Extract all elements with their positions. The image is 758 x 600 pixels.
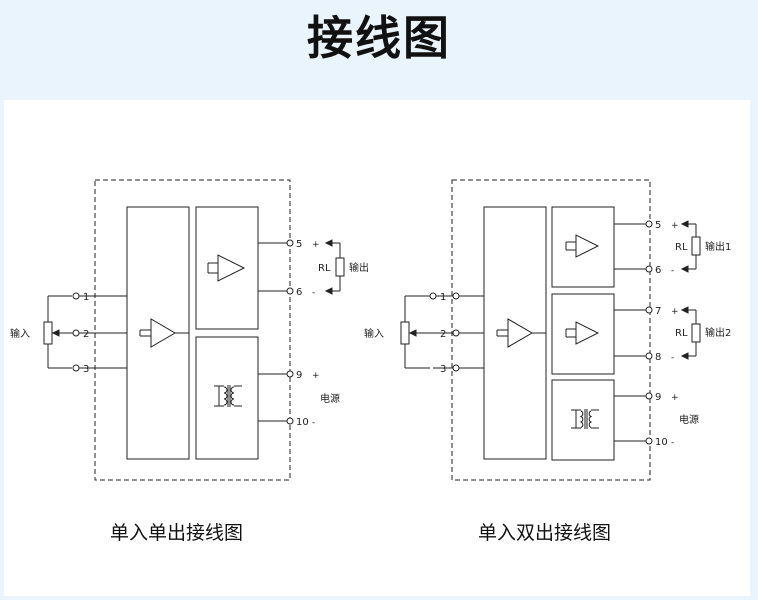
terminal-6	[645, 265, 653, 273]
page-title: 接线图	[307, 11, 451, 65]
terminal-label-9: 9	[296, 370, 302, 381]
terminal-8	[645, 352, 653, 360]
output-amplifier-icon	[207, 254, 246, 282]
terminal-5	[286, 239, 294, 247]
sign-plus-7: +	[671, 307, 679, 317]
sign-minus-10: -	[671, 438, 674, 448]
terminal-label-1: 1	[83, 292, 89, 303]
sign-plus-9: +	[671, 393, 679, 403]
output-1-label: 输出1	[705, 240, 731, 253]
sign-minus-10: -	[312, 418, 315, 428]
transformer-icon	[214, 385, 242, 407]
transformer-icon	[571, 409, 599, 429]
dual-out-caption: 单入双出接线图	[478, 522, 612, 544]
single-power-block	[195, 336, 259, 460]
sign-plus-5: +	[312, 240, 320, 250]
terminal-label-2: 2	[83, 329, 89, 340]
terminal-10	[286, 417, 294, 425]
terminal-7	[645, 306, 653, 314]
terminal-label-9: 9	[655, 392, 661, 403]
load-resistor-2-icon	[680, 306, 701, 360]
single-output-block	[195, 206, 259, 330]
terminal-5	[645, 220, 653, 228]
terminal-2	[72, 329, 80, 337]
terminal-label-5: 5	[655, 220, 661, 231]
terminal-label-3: 3	[83, 364, 89, 375]
output1-amplifier-icon	[565, 234, 600, 258]
sign-minus-6: -	[312, 288, 315, 298]
sign-plus-9: +	[312, 371, 320, 381]
diagram-panel: 输入 1 2 3 5 6 9 10 + - + - RL 输出 电源 输入 1 …	[4, 100, 750, 596]
terminal-label-7: 7	[655, 306, 661, 317]
terminal-1-inner	[452, 292, 460, 300]
input-potentiometer-icon	[400, 295, 430, 369]
terminal-label-6: 6	[655, 265, 661, 276]
terminal-label-1: 1	[440, 292, 446, 303]
single-module-outline	[94, 179, 291, 481]
terminal-label-2: 2	[440, 329, 446, 340]
input-label: 输入	[10, 327, 30, 340]
terminal-6	[286, 287, 294, 295]
sign-plus-5: +	[671, 221, 679, 231]
dual-output1-block	[551, 206, 615, 288]
sign-minus-6: -	[671, 266, 674, 276]
dual-output2-block	[551, 293, 615, 375]
input-amplifier-icon	[496, 318, 546, 348]
labels: 输入 1 2 3 5 6 9 10 + - + - RL 输出 电源 输入 1 …	[10, 220, 731, 448]
single-out-diagram	[43, 179, 345, 481]
terminal-label-10: 10	[655, 437, 668, 448]
terminal-label-3: 3	[440, 364, 446, 375]
dual-module-outline	[451, 179, 651, 481]
wiring-diagrams: 输入 1 2 3 5 6 9 10 + - + - RL 输出 电源 输入 1 …	[10, 179, 731, 481]
output-2-label: 输出2	[705, 326, 731, 339]
terminal-10	[645, 437, 653, 445]
terminal-1	[72, 292, 80, 300]
terminal-9	[645, 392, 653, 400]
load-resistor-icon	[324, 239, 345, 295]
single-out-caption: 单入单出接线图	[110, 522, 244, 544]
output-label: 输出	[349, 261, 369, 274]
terminal-label-10: 10	[296, 417, 309, 428]
terminal-3	[72, 364, 80, 372]
dual-power-block	[551, 379, 615, 461]
terminal-9	[286, 370, 294, 378]
input-amplifier-icon	[139, 318, 189, 348]
load-resistor-1-label: RL	[675, 242, 688, 253]
output2-amplifier-icon	[565, 321, 600, 345]
terminal-label-5: 5	[296, 239, 302, 250]
terminal-2	[452, 329, 460, 337]
power-label: 电源	[679, 413, 699, 426]
load-resistor-1-icon	[680, 220, 701, 273]
input-label: 输入	[364, 327, 384, 340]
dual-out-diagram	[400, 179, 701, 481]
load-resistor-label: RL	[318, 263, 331, 274]
load-resistor-2-label: RL	[675, 328, 688, 339]
terminal-label-6: 6	[296, 287, 302, 298]
terminal-3	[452, 364, 460, 372]
terminal-label-8: 8	[655, 352, 661, 363]
input-potentiometer-icon	[43, 295, 72, 369]
terminal-1	[429, 292, 437, 300]
sign-minus-8: -	[671, 353, 674, 363]
power-label: 电源	[320, 392, 340, 405]
